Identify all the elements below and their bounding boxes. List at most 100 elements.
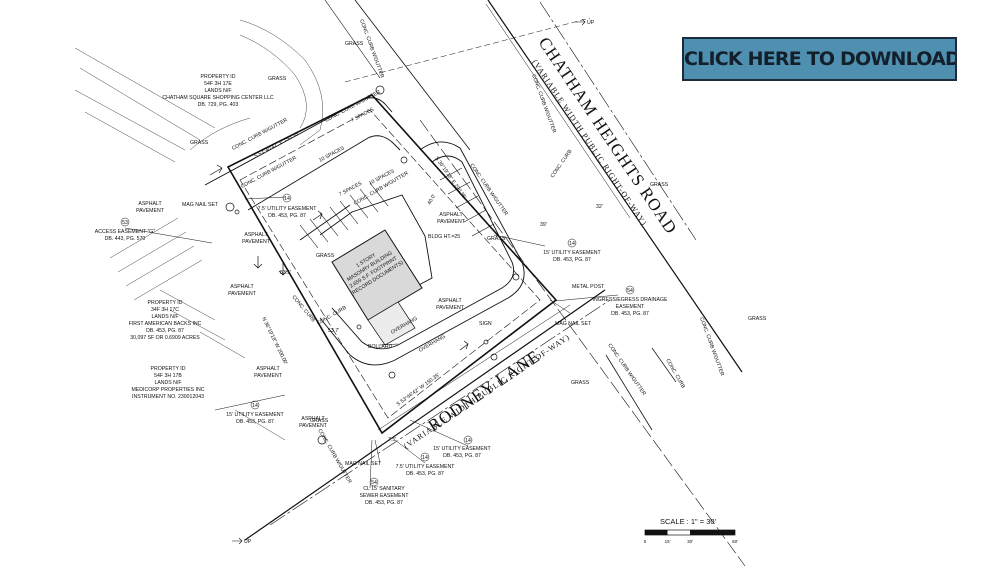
- circle-14-label: 14: [465, 438, 471, 444]
- dimension-label: 53.5': [280, 270, 291, 276]
- asphalt-label: ASPHALT: [439, 212, 463, 218]
- circle-53-label: 53: [122, 220, 128, 226]
- scale-tick: 30': [687, 539, 693, 544]
- grass-label: GRASS: [190, 140, 209, 146]
- easement-sewer: 54 CL 15' SANITARY SEWER EASEMENT DB. 45…: [359, 477, 409, 506]
- grass-label: GRASS: [310, 418, 329, 424]
- easement-util-bottom75-line: DB. 453, PG. 87: [406, 471, 444, 477]
- building-height: BLDG HT.=25: [428, 234, 460, 240]
- easement-util-right-line: 15' UTILITY EASEMENT: [543, 250, 601, 256]
- asphalt-label: ASPHALT: [256, 366, 280, 372]
- parcel-north-line: LANDS N/F: [204, 88, 231, 94]
- parcel-north-line: DB. 729, PG. 403: [198, 102, 239, 108]
- dimension-label: 53.7': [328, 328, 339, 334]
- easement-sewer-line: SEWER EASEMENT: [359, 493, 409, 499]
- parcel-southwest-line: INSTRUMENT NO. 230012043: [132, 394, 204, 400]
- easement-util-bottom15-line: DB. 453, PG. 87: [443, 453, 481, 459]
- scale-label: SCALE : 1" = 30': [660, 517, 717, 526]
- up-arrow-top: UP: [575, 18, 595, 26]
- parcel-west-line: PROPERTY ID: [148, 300, 183, 306]
- asphalt-label: ASPHALT: [301, 416, 325, 422]
- parcel-north-line: 54F 3H 17E: [204, 81, 232, 87]
- easement-util-top: 14 7.5' UTILITY EASEMENT DB. 453, PG. 87: [258, 193, 317, 219]
- asphalt-label: ASPHALT: [438, 298, 462, 304]
- up-arrow-bottom: UP: [232, 537, 252, 545]
- overhang-label: OVERHANG: [418, 334, 447, 354]
- parcel-west-line: DB. 453, PG. 87: [146, 328, 184, 334]
- chatham-heights-road: [324, 0, 746, 567]
- grass-label: GRASS: [650, 182, 669, 188]
- curb-label: CONC. CURB W/GUTTER: [358, 19, 385, 80]
- easement-drainage-line: DB. 453, PG. 87: [611, 311, 649, 317]
- grass-label: GRASS: [748, 316, 767, 322]
- easement-util-bottom15: 14 15' UTILITY EASEMENT DB. 453, PG. 87: [433, 435, 492, 459]
- easement-util-left-line: 15' UTILITY EASEMENT: [226, 412, 284, 418]
- easement-access-line: ACCESS EASEMENT "G": [95, 229, 156, 235]
- easement-access-line: DB. 443, PG. 570: [105, 236, 146, 242]
- circle-14-label: 14: [569, 241, 575, 247]
- grass-label: GRASS: [345, 41, 364, 47]
- bollard-label: BOLLARD: [368, 344, 392, 350]
- parcel-west-line: LANDS N/F: [151, 314, 178, 320]
- circle-14-label: 14: [422, 455, 428, 461]
- dimension-label: 7.5': [388, 437, 396, 443]
- parcel-west-line: FIRST AMERICAN BACKS INC: [129, 321, 202, 327]
- mag-nail-label: MAG NAIL SET: [555, 321, 592, 327]
- asphalt-pavement-labels: ASPHALT PAVEMENT ASPHALT PAVEMENT ASPHAL…: [136, 201, 466, 429]
- scale-tick: 60': [732, 539, 738, 544]
- parking-curbs: [204, 97, 525, 366]
- easement-sewer-line: DB. 453, PG. 87: [365, 500, 403, 506]
- chatham-road-row: (VARIABLE WIDTH PUBLIC RIGHT-OF-WAY): [530, 58, 648, 228]
- building: [331, 229, 423, 346]
- bearing-bottom: S 53°46'42" W 150.35': [396, 372, 441, 407]
- parcel-southwest: PROPERTY ID 54F 3H 17B LANDS N/F MEDICOR…: [131, 366, 204, 400]
- easement-drainage-line: EASEMENT: [616, 304, 645, 310]
- up-label: UP: [587, 20, 595, 26]
- mag-nail-label: MAG NAIL SET: [182, 202, 219, 208]
- easement-drainage-line: INGRESS/EGRESS DRAINAGE: [593, 297, 668, 303]
- easement-util-top-line: DB. 453, PG. 87: [268, 213, 306, 219]
- conc-curb-label: CONC. CURB: [550, 148, 574, 179]
- curb-label: CONC. CURB W/GUTTER: [240, 155, 298, 190]
- leader-lines: [124, 196, 619, 489]
- up-label: UP: [244, 539, 252, 545]
- dimension-label: 40.0': [427, 193, 438, 206]
- parcel-north-line: PROPERTY ID: [201, 74, 236, 80]
- mag-nail-label: MAG NAIL SET: [345, 461, 382, 467]
- parcel-southwest-line: 54F 3H 17B: [154, 373, 182, 379]
- easement-util-left: 14 15' UTILITY EASEMENT DB. 453, PG. 87: [226, 400, 285, 425]
- pavement-label: PAVEMENT: [299, 423, 328, 429]
- asphalt-label: ASPHALT: [230, 284, 254, 290]
- circle-14-label: 14: [252, 403, 258, 409]
- spaces-label: 7 SPACES: [338, 180, 363, 197]
- curb-label: CONC. CURB W/GUTTER: [698, 317, 725, 378]
- pavement-label: PAVEMENT: [436, 305, 465, 311]
- easement-util-right: 14 15' UTILITY EASEMENT DB. 453, PG. 87: [543, 238, 602, 263]
- curb-label: CONC. CURB W/GUTTER: [316, 428, 352, 485]
- parcel-southwest-line: MEDICORP PROPERTIES INC: [131, 387, 204, 393]
- spaces-label: 10 SPACES: [318, 145, 346, 164]
- dimension-label: 39': [540, 222, 547, 228]
- easement-drainage: 54 INGRESS/EGRESS DRAINAGE EASEMENT DB. …: [593, 285, 668, 317]
- grass-label: GRASS: [268, 76, 287, 82]
- rodney-lane: [244, 289, 611, 541]
- scale-tick: 0: [644, 539, 647, 544]
- pavement-label: PAVEMENT: [254, 373, 283, 379]
- parking-stalls: [299, 167, 495, 249]
- parcel-west: PROPERTY ID 34F 3H 17C LANDS N/F FIRST A…: [129, 300, 202, 341]
- grass-label: GRASS: [571, 380, 590, 386]
- rodney-lane-row: (VARIABLE WIDTH PUBLIC RIGHT-OF-WAY): [402, 332, 572, 450]
- download-survey-button[interactable]: CLICK HERE TO DOWNLOAD SURVEY: [682, 37, 957, 81]
- parcel-southwest-line: PROPERTY ID: [151, 366, 186, 372]
- grass-label: GRASS: [487, 236, 506, 242]
- asphalt-label: ASPHALT: [138, 201, 162, 207]
- dimension-label: 32': [596, 204, 603, 210]
- grass-label: GRASS: [316, 253, 335, 259]
- easement-util-bottom75: 14 7.5' UTILITY EASEMENT DB. 453, PG. 87: [396, 452, 455, 477]
- neighbor-lot-lines: [74, 19, 323, 441]
- parcel-west-line: 34F 3H 17C: [151, 307, 179, 313]
- property-boundary: [226, 94, 558, 435]
- circle-54-label: 54: [627, 288, 633, 294]
- easement-util-right-line: DB. 453, PG. 87: [553, 257, 591, 263]
